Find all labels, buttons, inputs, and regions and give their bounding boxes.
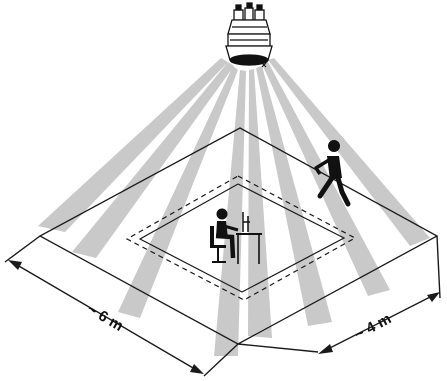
detection-beams	[38, 58, 430, 356]
depth-extension-bottom	[237, 343, 319, 353]
arrowhead	[8, 260, 22, 270]
seated-person-at-desk-icon	[210, 208, 262, 264]
width-dimension-label: ~ 6 m	[84, 301, 126, 335]
beam	[262, 62, 390, 296]
depth-dimension-label: ~ 4 m	[352, 310, 394, 343]
presence-zone-dashed	[125, 175, 357, 301]
presence-zone-inner	[138, 183, 346, 293]
walking-person-icon	[314, 140, 351, 207]
arrowhead	[427, 292, 440, 302]
arrowhead	[318, 344, 333, 354]
beam	[214, 70, 246, 356]
ceiling-sensor-icon	[225, 2, 273, 68]
beam	[118, 66, 238, 318]
width-extension-left	[4, 235, 41, 263]
dimension-lines	[4, 235, 441, 377]
beam	[38, 58, 228, 232]
depth-extension-top	[436, 235, 441, 299]
beam	[72, 62, 234, 258]
width-dimension-line	[11, 261, 201, 373]
arrowhead	[190, 364, 204, 374]
width-extension-right	[203, 343, 239, 377]
depth-dimension-line	[321, 293, 437, 353]
beam	[268, 58, 430, 246]
